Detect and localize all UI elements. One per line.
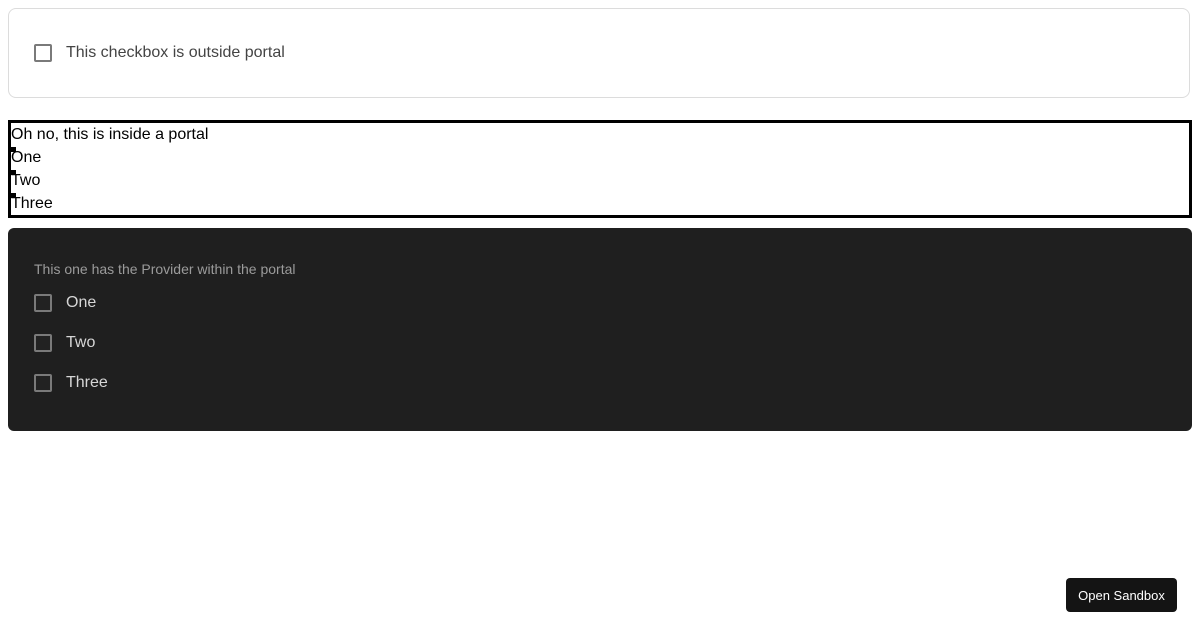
outside-checkbox-row[interactable]: This checkbox is outside portal: [34, 44, 285, 62]
provider-checkbox-row-one[interactable]: One: [34, 294, 96, 312]
outside-checkbox[interactable]: [34, 44, 52, 62]
checkbox-two[interactable]: [34, 334, 52, 352]
portal-item-label: Three: [11, 195, 53, 212]
checkbox-three[interactable]: [34, 374, 52, 392]
provider-portal-card: This one has the Provider within the por…: [8, 228, 1192, 431]
portal-item-three[interactable]: Three: [11, 192, 1189, 215]
checkbox-two-label: Two: [66, 334, 96, 351]
unstyled-checkbox-icon[interactable]: [11, 193, 16, 198]
portal-item-one[interactable]: One: [11, 146, 1189, 169]
portal-title: Oh no, this is inside a portal: [11, 126, 209, 143]
provider-checkbox-row-two[interactable]: Two: [34, 334, 95, 352]
unstyled-checkbox-icon[interactable]: [11, 170, 16, 175]
checkbox-one-label: One: [66, 294, 97, 311]
outside-portal-card: This checkbox is outside portal: [8, 8, 1190, 98]
portal-item-label: One: [11, 149, 42, 166]
provider-checkbox-row-three[interactable]: Three: [34, 374, 108, 392]
checkbox-one[interactable]: [34, 294, 52, 312]
open-sandbox-button[interactable]: Open Sandbox: [1066, 578, 1177, 612]
checkbox-three-label: Three: [66, 374, 108, 391]
broken-portal-box: Oh no, this is inside a portal One Two T…: [8, 120, 1192, 218]
provider-portal-title: This one has the Provider within the por…: [34, 261, 296, 277]
portal-item-label: Two: [11, 172, 41, 189]
outside-checkbox-label: This checkbox is outside portal: [66, 44, 285, 61]
portal-item-two[interactable]: Two: [11, 169, 1189, 192]
unstyled-checkbox-icon[interactable]: [11, 147, 16, 152]
